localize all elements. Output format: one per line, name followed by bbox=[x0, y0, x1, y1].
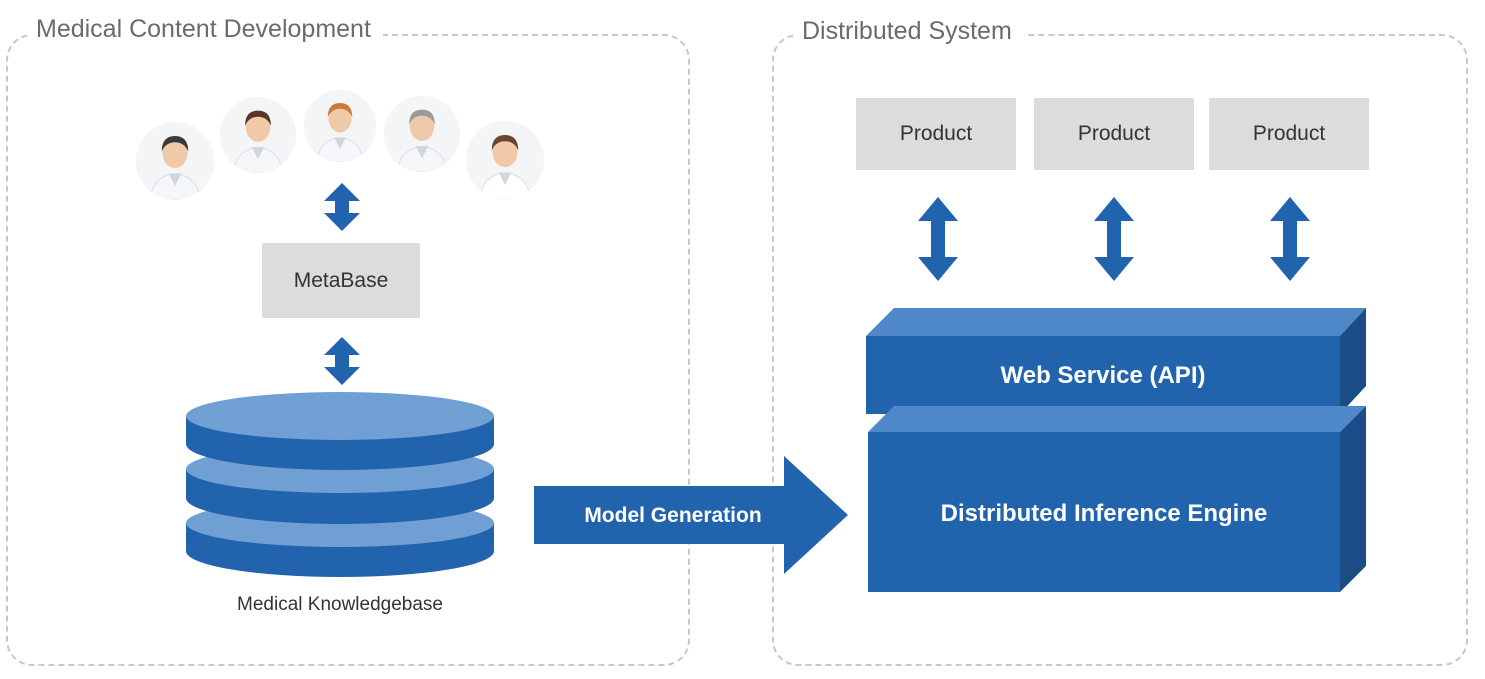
knowledgebase-label: Medical Knowledgebase bbox=[237, 594, 443, 615]
inference-engine-block bbox=[868, 406, 1366, 592]
product-box: Product bbox=[1034, 98, 1194, 170]
doctor-male-icon bbox=[384, 96, 460, 172]
web-service-label: Web Service (API) bbox=[1000, 362, 1206, 389]
metabase-label: MetaBase bbox=[293, 268, 389, 292]
product-box: Product bbox=[856, 98, 1016, 170]
product-label: Product bbox=[899, 122, 973, 145]
metabase-box: MetaBase bbox=[262, 243, 420, 318]
distributed-system-panel bbox=[772, 34, 1468, 666]
model-generation-arrow bbox=[534, 456, 848, 574]
distributed-system-title: Distributed System bbox=[794, 16, 1024, 46]
inference-engine-label: Distributed Inference Engine bbox=[940, 500, 1268, 527]
product-box: Product bbox=[1209, 98, 1369, 170]
double-arrow-icon bbox=[324, 337, 360, 385]
doctor-female-icon bbox=[220, 97, 296, 173]
doctor-female-icon bbox=[304, 90, 376, 162]
web-service-block bbox=[866, 308, 1366, 414]
doctor-male-icon bbox=[136, 122, 214, 200]
double-arrow-icon bbox=[1094, 197, 1134, 281]
database-icon bbox=[186, 392, 494, 577]
double-arrow-icon bbox=[918, 197, 958, 281]
person-female-icon bbox=[466, 121, 544, 199]
double-arrow-icon bbox=[1270, 197, 1310, 281]
product-label: Product bbox=[1252, 122, 1326, 145]
double-arrow-icon bbox=[324, 183, 360, 231]
product-label: Product bbox=[1077, 122, 1151, 145]
model-generation-label: Model Generation bbox=[584, 504, 762, 527]
medical-content-development-title: Medical Content Development bbox=[28, 14, 383, 44]
